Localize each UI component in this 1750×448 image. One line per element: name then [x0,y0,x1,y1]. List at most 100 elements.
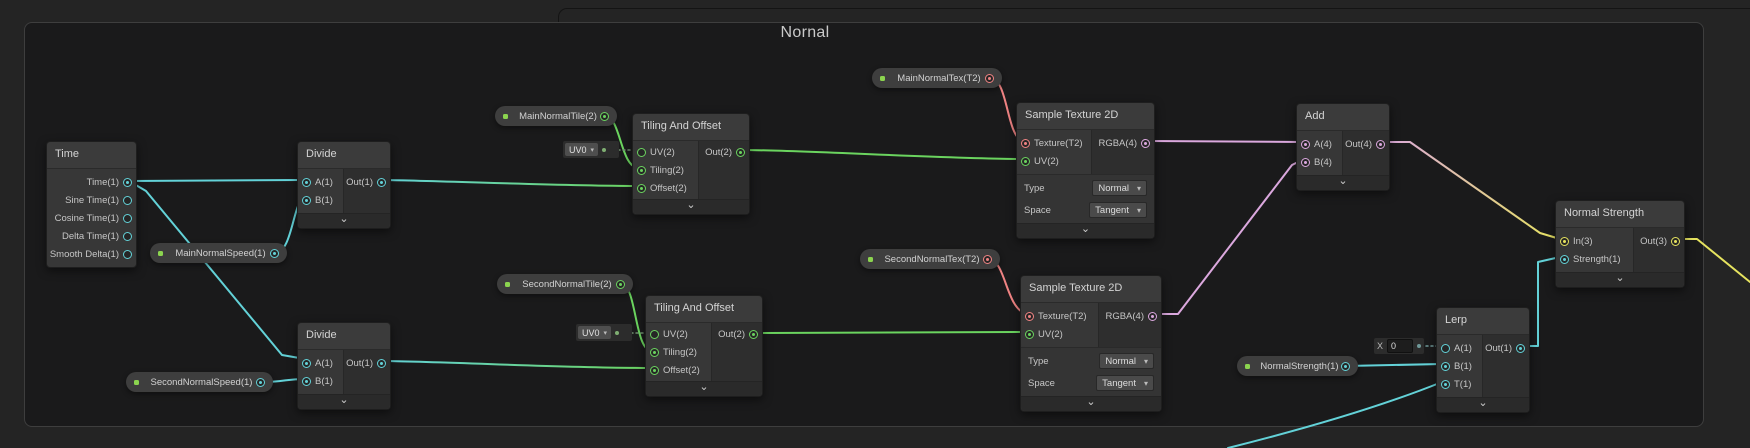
lerp-a-value-field[interactable]: 0 [1387,339,1413,353]
divide-b-input-port[interactable] [302,376,311,386]
tiling-uv-input-port[interactable] [637,147,646,157]
node-add-title[interactable]: Add [1297,104,1389,131]
property-out-port[interactable] [985,73,994,83]
port-label: RGBA(4) [1105,310,1144,322]
divide-out-port[interactable] [377,358,386,368]
uv-channel-dropdown[interactable]: UV0 ▾ [565,143,599,156]
tiling-out-port[interactable] [749,329,758,339]
node-tiling-offset-top[interactable]: Tiling And Offset UV(2) Tiling(2) Offset… [632,113,750,215]
port-label: Out(1) [346,357,373,369]
tiling-offset-input-port[interactable] [650,365,659,375]
property-out-port[interactable] [983,254,992,264]
port-label: In(3) [1573,235,1593,247]
collapse-chevron-icon[interactable]: ⌄ [646,381,762,396]
node-tiling-offset-bottom[interactable]: Tiling And Offset UV(2) Tiling(2) Offset… [645,295,763,397]
lerp-a-default-widget: X 0 [1374,338,1424,354]
node-normal-strength-title[interactable]: Normal Strength [1556,201,1684,228]
property-out-port[interactable] [1341,361,1350,371]
tiling-tiling-input-port[interactable] [650,347,659,357]
property-out-port[interactable] [256,377,265,387]
node-lerp[interactable]: Lerp A(1) B(1) T(1) Out(1) ⌄ [1436,307,1530,413]
type-label: Type [1024,182,1045,194]
cosine-time-output-port[interactable] [123,213,132,223]
collapse-chevron-icon[interactable]: ⌄ [1017,223,1154,238]
node-divide-title[interactable]: Divide [298,323,390,350]
collapse-chevron-icon[interactable]: ⌄ [298,394,390,409]
node-sample-title[interactable]: Sample Texture 2D [1017,103,1154,130]
collapse-chevron-icon[interactable]: ⌄ [1437,397,1529,412]
type-dropdown[interactable]: Normal▾ [1099,353,1154,369]
tiling-out-port[interactable] [736,147,745,157]
port-label: A(4) [1314,138,1332,150]
sample-rgba-out-port[interactable] [1141,138,1150,148]
space-dropdown[interactable]: Tangent▾ [1089,202,1147,218]
node-sample-texture-top[interactable]: Sample Texture 2D Texture(T2) UV(2) RGBA… [1016,102,1155,239]
time-output-port[interactable] [123,177,132,187]
node-time-title[interactable]: Time [47,142,136,169]
delta-time-output-port[interactable] [123,231,132,241]
node-tiling-title[interactable]: Tiling And Offset [633,114,749,141]
node-lerp-title[interactable]: Lerp [1437,308,1529,335]
property-out-port[interactable] [616,279,625,289]
sample-uv-input-port[interactable] [1025,329,1034,339]
property-out-port[interactable] [270,248,279,258]
node-normal-strength[interactable]: Normal Strength In(3) Strength(1) Out(3)… [1555,200,1685,288]
smooth-delta-output-port[interactable] [123,249,132,259]
divide-out-port[interactable] [377,177,386,187]
collapse-chevron-icon[interactable]: ⌄ [298,213,390,228]
sample-uv-input-port[interactable] [1021,156,1030,166]
axis-label: X [1377,341,1384,351]
default-connector-dot [602,147,607,152]
property-pill-main-normal-tex[interactable]: MainNormalTex(T2) [872,68,1002,88]
group-title[interactable]: Nornal [780,24,830,41]
divide-a-input-port[interactable] [302,358,311,368]
port-label: Out(2) [705,146,732,158]
port-label: Out(4) [1345,138,1372,150]
add-out-port[interactable] [1376,139,1385,149]
property-out-port[interactable] [600,111,609,121]
add-a-input-port[interactable] [1301,139,1310,149]
add-b-input-port[interactable] [1301,157,1310,167]
property-label: SecondNormalTex(T2) [884,253,980,265]
normal-strength-in-port[interactable] [1560,236,1569,246]
divide-a-input-port[interactable] [302,177,311,187]
property-pill-normal-strength[interactable]: NormalStrength(1) [1237,356,1358,376]
collapse-chevron-icon[interactable]: ⌄ [1297,175,1389,190]
type-dropdown[interactable]: Normal▾ [1092,180,1147,196]
node-sample-title[interactable]: Sample Texture 2D [1021,276,1161,303]
property-pill-second-normal-speed[interactable]: SecondNormalSpeed(1) [126,372,273,392]
sample-texture-input-port[interactable] [1025,311,1034,321]
node-tiling-title[interactable]: Tiling And Offset [646,296,762,323]
property-pill-second-normal-tex[interactable]: SecondNormalTex(T2) [860,249,1000,269]
sample-rgba-out-port[interactable] [1148,311,1157,321]
tiling-uv-input-port[interactable] [650,329,659,339]
chevron-down-icon: ▾ [1143,378,1148,388]
lerp-out-port[interactable] [1516,343,1525,353]
property-pill-main-normal-tile[interactable]: MainNormalTile(2) [495,106,617,126]
lerp-a-input-port[interactable] [1441,343,1450,353]
node-divide-top[interactable]: Divide A(1) B(1) Out(1) ⌄ [297,141,391,229]
property-pill-main-normal-speed[interactable]: MainNormalSpeed(1) [150,243,287,263]
sample-texture-input-port[interactable] [1021,138,1030,148]
node-add[interactable]: Add A(4) B(4) Out(4) ⌄ [1296,103,1390,191]
node-divide-bottom[interactable]: Divide A(1) B(1) Out(1) ⌄ [297,322,391,410]
space-dropdown[interactable]: Tangent▾ [1096,375,1154,391]
divide-b-input-port[interactable] [302,195,311,205]
property-pill-second-normal-tile[interactable]: SecondNormalTile(2) [497,274,633,294]
node-divide-title[interactable]: Divide [298,142,390,169]
collapse-chevron-icon[interactable]: ⌄ [633,199,749,214]
port-label: Strength(1) [1573,253,1621,265]
lerp-t-input-port[interactable] [1441,379,1450,389]
collapse-chevron-icon[interactable]: ⌄ [1556,272,1684,287]
tiling-offset-input-port[interactable] [637,183,646,193]
node-time[interactable]: Time Time(1) Sine Time(1) Cosine Time(1)… [46,141,137,268]
normal-strength-strength-port[interactable] [1560,254,1569,264]
uv-channel-dropdown[interactable]: UV0 ▾ [578,326,612,339]
collapse-chevron-icon[interactable]: ⌄ [1021,396,1161,411]
sine-time-output-port[interactable] [123,195,132,205]
normal-strength-out-port[interactable] [1671,236,1680,246]
node-sample-texture-bottom[interactable]: Sample Texture 2D Texture(T2) UV(2) RGBA… [1020,275,1162,412]
lerp-b-input-port[interactable] [1441,361,1450,371]
tiling-tiling-input-port[interactable] [637,165,646,175]
